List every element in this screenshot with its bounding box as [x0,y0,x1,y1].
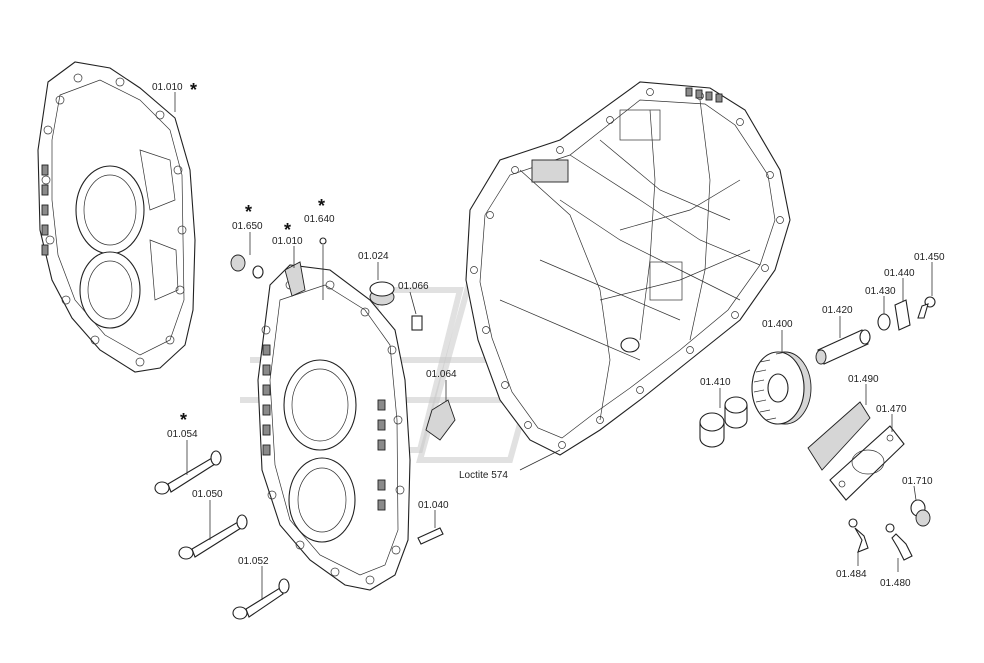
label-loctite: Loctite 574 [459,470,508,481]
star-marker-01010b: * [284,220,291,240]
dowel-01066 [411,315,423,331]
lock-plate-01440 [894,299,911,331]
housing-cover-left [37,61,196,373]
label-01640: 01.640 [304,214,335,225]
label-01440: 01.440 [884,268,915,279]
pin-01040 [417,527,444,545]
label-01054: 01.054 [167,429,198,440]
sealant-01064 [425,399,456,441]
leader-01066 [409,291,417,315]
bearings-01410 [699,396,748,448]
label-01400: 01.400 [762,319,793,330]
label-01064: 01.064 [426,369,457,380]
star-marker-01650: * [245,202,252,222]
label-01480: 01.480 [880,578,911,589]
bolt-01054 [154,450,222,495]
label-01650: 01.650 [232,221,263,232]
gasket-01490 [807,401,871,471]
label-01470: 01.470 [876,404,907,415]
label-01050: 01.050 [192,489,223,500]
label-01490: 01.490 [848,374,879,385]
label-01420: 01.420 [822,305,853,316]
label-01710: 01.710 [902,476,933,487]
label-01484: 01.484 [836,569,867,580]
cover-01470 [829,425,905,501]
label-01040: 01.040 [418,500,449,511]
breather-01710 [910,499,931,527]
circlip-01430 [877,313,891,331]
plug-01640 [319,237,327,245]
screw-01484 [848,518,869,553]
label-01066: 01.066 [398,281,429,292]
main-housing [465,81,791,456]
star-marker-01640: * [318,196,325,216]
shaft-01420 [815,329,871,365]
label-01010a: 01.010 [152,82,183,93]
label-01410: 01.410 [700,377,731,388]
bushing-01024 [369,281,395,306]
plug-01650 [230,254,264,279]
label-01024: 01.024 [358,251,389,262]
bolt-01052 [232,578,290,620]
leader-01710 [913,485,917,501]
bolt-01050 [178,514,248,560]
screw-01450 [917,296,936,319]
label-01430: 01.430 [865,286,896,297]
intermediate-plate [257,261,411,591]
label-01450: 01.450 [914,252,945,263]
leader-loctite [519,449,561,471]
label-01052: 01.052 [238,556,269,567]
star-marker-01010a: * [190,80,197,100]
screw-01480 [885,523,913,561]
gear-01400 [751,351,812,425]
star-marker-01054: * [180,410,187,430]
label-01010b: 01.010 [272,236,303,247]
